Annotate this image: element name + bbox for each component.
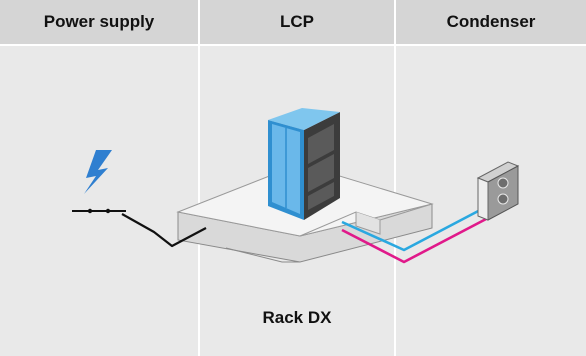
header-power-supply: Power supply xyxy=(0,0,198,44)
header-lcp: LCP xyxy=(200,0,394,44)
header-power-supply-label: Power supply xyxy=(43,12,155,31)
rack-dx-label: Rack DX xyxy=(262,308,332,327)
outdoor-condenser-icon xyxy=(476,161,520,221)
lightning-bolt-icon xyxy=(72,150,126,214)
pipe-magenta xyxy=(341,216,489,264)
header-lcp-label: LCP xyxy=(280,12,314,31)
header-condenser: Condenser xyxy=(396,0,586,44)
rack-dx-caption: Rack DX xyxy=(200,306,394,330)
header-condenser-label: Condenser xyxy=(446,12,536,31)
power-cable xyxy=(121,213,207,248)
server-rack-icon xyxy=(268,108,340,220)
panel-power-supply xyxy=(0,46,198,356)
pipe-blue xyxy=(341,206,485,252)
